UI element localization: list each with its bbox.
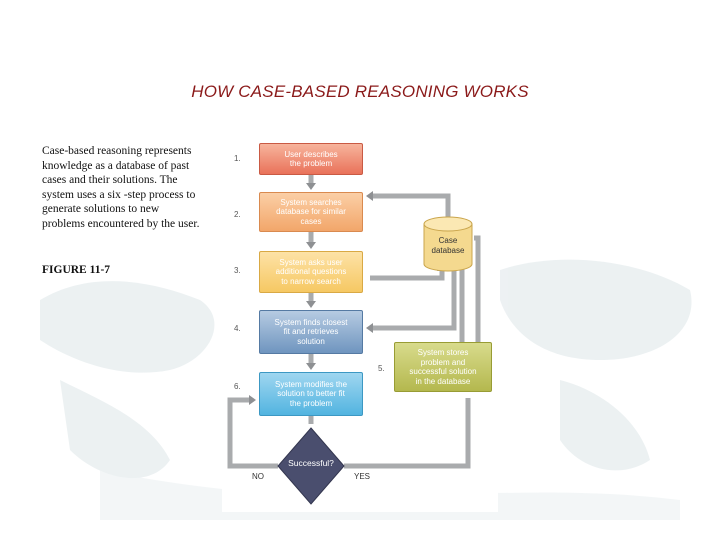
database-label: Case database bbox=[428, 236, 468, 255]
arrow-db-to-step2 bbox=[370, 193, 451, 218]
step-5-box: System stores problem and successful sol… bbox=[394, 342, 492, 392]
step-4-line: fit and retrieves bbox=[283, 327, 339, 337]
step-number-1: 1. bbox=[234, 154, 241, 163]
branch-yes-label: YES bbox=[354, 472, 371, 481]
branch-no-label: NO bbox=[252, 472, 264, 481]
right-rail bbox=[474, 235, 481, 342]
database-label-line: database bbox=[431, 245, 465, 255]
case-database-icon bbox=[423, 216, 473, 272]
step-6-box: System modifies the solution to better f… bbox=[259, 372, 363, 416]
step-6-line: System modifies the bbox=[274, 379, 348, 389]
step-number-4: 4. bbox=[234, 324, 241, 333]
step-1-line: User describes bbox=[284, 149, 338, 159]
step-2-line: database for similar bbox=[276, 207, 346, 217]
step-3-box: System asks user additional questions to… bbox=[259, 251, 363, 293]
step-2-line: cases bbox=[300, 216, 322, 226]
decision-diamond bbox=[277, 427, 345, 505]
decision-label: Successful? bbox=[288, 458, 334, 468]
step-number-6: 6. bbox=[234, 382, 241, 391]
step-5-line: successful solution bbox=[409, 367, 477, 376]
arrow-db-to-step4 bbox=[370, 268, 457, 331]
step-2-line: System searches bbox=[280, 197, 342, 207]
step-3-line: additional questions bbox=[275, 267, 347, 277]
step-number-3: 3. bbox=[234, 266, 241, 275]
arrow-step3-to-db bbox=[370, 268, 445, 281]
figure-label: FIGURE 11-7 bbox=[42, 264, 111, 276]
slide-title: HOW CASE-BASED REASONING WORKS bbox=[191, 82, 529, 101]
step-number-5: 5. bbox=[378, 364, 385, 373]
path-yes-to-step5 bbox=[344, 398, 471, 469]
step-5-line: System stores bbox=[417, 348, 469, 357]
step-1-line: the problem bbox=[289, 159, 333, 168]
step-6-line: the problem bbox=[289, 398, 333, 408]
cbr-flow-diagram: 1. 2. 3. 4. 5. 6. User describes the pro… bbox=[222, 128, 498, 512]
step-4-box: System finds closest fit and retrieves s… bbox=[259, 310, 363, 354]
step-3-line: to narrow search bbox=[281, 276, 341, 286]
step-6-line: solution to better fit bbox=[277, 389, 345, 399]
figure-caption: Case-based reasoning represents knowledg… bbox=[42, 145, 200, 230]
step-1-box: User describes the problem bbox=[259, 143, 363, 175]
step-5-line: problem and bbox=[420, 357, 466, 367]
loop-no-to-step6 bbox=[227, 397, 278, 469]
database-label-line: Case bbox=[438, 236, 458, 245]
step-4-line: System finds closest bbox=[274, 317, 348, 327]
step-4-line: solution bbox=[297, 336, 325, 346]
step-2-box: System searches database for similar cas… bbox=[259, 192, 363, 232]
step-3-line: System asks user bbox=[279, 257, 343, 267]
step-number-2: 2. bbox=[234, 210, 241, 219]
step-5-line: in the database bbox=[415, 376, 471, 386]
connector-lines bbox=[227, 175, 481, 505]
